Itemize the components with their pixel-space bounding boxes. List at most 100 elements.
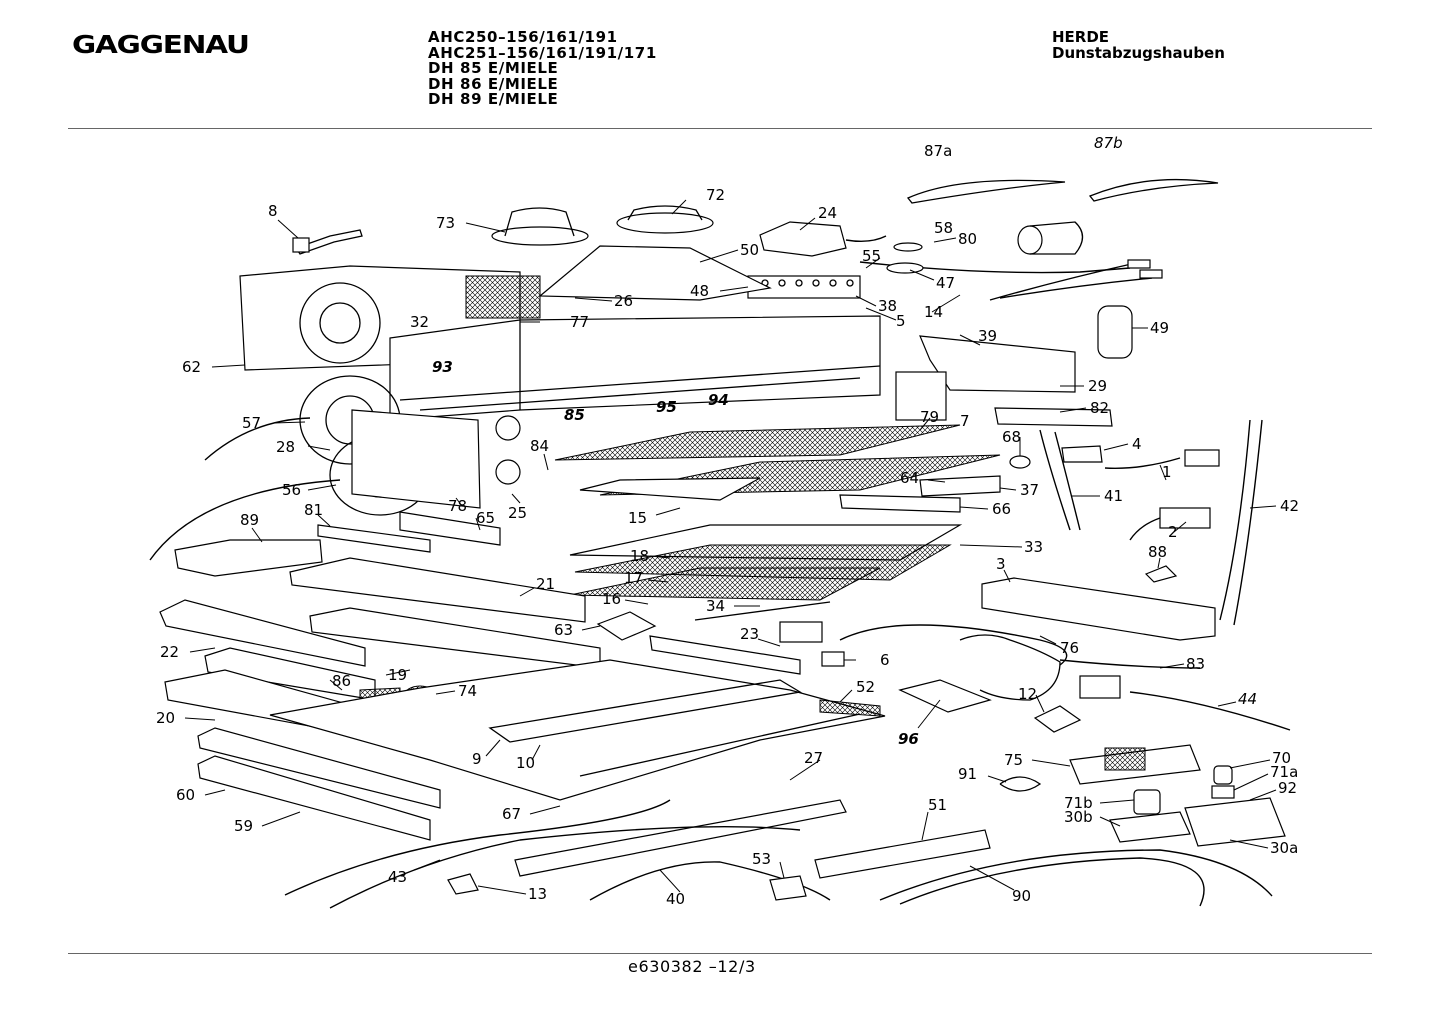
- callout-label: 91: [958, 765, 977, 783]
- callout-label: 96: [898, 730, 919, 748]
- callout-label: 53: [752, 850, 771, 868]
- brand-logo: GAGGENAU: [72, 30, 250, 59]
- model-line: AHC251–156/161/191/171: [428, 43, 657, 62]
- callout-label: 88: [1148, 543, 1167, 561]
- callout-label: 68: [1002, 428, 1021, 446]
- callout-label: 27: [804, 749, 823, 767]
- callout-label: 60: [176, 786, 195, 804]
- model-line: DH 89 E/MIELE: [428, 90, 559, 108]
- callout-label: 94: [708, 391, 729, 409]
- callout-label: 51: [928, 796, 947, 814]
- callout-label: 29: [1088, 377, 1107, 395]
- callout-label: 48: [690, 282, 709, 300]
- callout-label: 20: [156, 709, 175, 727]
- callout-label: 75: [1004, 751, 1023, 769]
- callout-label: 65: [476, 509, 495, 527]
- callout-label: 14: [924, 303, 943, 321]
- callout-label: 70: [1272, 749, 1291, 767]
- category-block: HERDE Dunstabzugshauben: [1052, 28, 1225, 62]
- callout-label: 2: [1168, 523, 1178, 541]
- callout-label: 87a: [924, 142, 952, 160]
- callout-label: 30a: [1270, 839, 1298, 857]
- callout-label: 92: [1278, 779, 1297, 797]
- callout-label: 12: [1018, 685, 1037, 703]
- part-drawings: [149, 178, 1291, 909]
- callout-label: 52: [856, 678, 875, 696]
- callout-label: 23: [740, 625, 759, 643]
- callout-label: 7: [960, 412, 970, 430]
- model-line: AHC250–156/161/191: [428, 28, 618, 46]
- callout-label: 40: [666, 890, 685, 908]
- callout-label: 71a: [1270, 763, 1298, 781]
- callout-label: 56: [282, 481, 301, 499]
- callout-label: 30b: [1064, 808, 1093, 826]
- callout-label: 72: [706, 186, 725, 204]
- callout-label: 13: [528, 885, 547, 903]
- callout-label: 71b: [1064, 794, 1093, 812]
- document-number: e630382 –12/3: [628, 957, 756, 976]
- callout-label: 63: [554, 621, 573, 639]
- callout-label: 84: [530, 437, 549, 455]
- callout-label: 1: [1162, 463, 1172, 481]
- callout-label: 67: [502, 805, 521, 823]
- callout-label: 15: [628, 509, 647, 527]
- callout-label: 44: [1238, 690, 1257, 708]
- callout-label: 4: [1132, 435, 1142, 453]
- callout-label: 85: [564, 406, 585, 424]
- callout-label: 66: [992, 500, 1011, 518]
- callout-label: 33: [1024, 538, 1043, 556]
- callout-label: 50: [740, 241, 759, 259]
- category-subtitle: Dunstabzugshauben: [1052, 43, 1225, 62]
- callout-label: 47: [936, 274, 955, 292]
- callout-label: 79: [920, 408, 939, 426]
- callout-label: 34: [706, 597, 725, 615]
- model-list: AHC250–156/161/191 AHC251–156/161/191/17…: [428, 28, 657, 108]
- callout-label: 6: [880, 651, 890, 669]
- callout-label: 3: [996, 555, 1006, 573]
- callout-label: 95: [656, 398, 677, 416]
- callout-label: 73: [436, 214, 455, 232]
- footer-divider: [68, 953, 1372, 954]
- callout-label: 16: [602, 590, 621, 608]
- callout-label: 80: [958, 230, 977, 248]
- callout-label: 49: [1150, 319, 1169, 337]
- callout-label: 59: [234, 817, 253, 835]
- callout-label: 22: [160, 643, 179, 661]
- callouts: 87a 87b 8 73 72 24 58 80 50 55 47 48 26 …: [156, 134, 1299, 908]
- callout-label: 83: [1186, 655, 1205, 673]
- callout-label: 39: [978, 327, 997, 345]
- callout-label: 32: [410, 313, 429, 331]
- header-divider: [68, 128, 1372, 129]
- callout-label: 55: [862, 247, 881, 265]
- model-line: DH 86 E/MIELE: [428, 74, 559, 93]
- callout-label: 37: [1020, 481, 1039, 499]
- callout-label: 9: [472, 750, 482, 768]
- callout-label: 41: [1104, 487, 1123, 505]
- callout-label: 82: [1090, 399, 1109, 417]
- callout-label: 89: [240, 511, 259, 529]
- callout-label: 57: [242, 414, 261, 432]
- callout-label: 24: [818, 204, 837, 222]
- callout-label: 19: [388, 666, 407, 684]
- callout-label: 64: [900, 469, 919, 487]
- callout-label: 18: [630, 547, 649, 565]
- callout-label: 43: [388, 868, 407, 886]
- callout-label: 77: [570, 313, 589, 331]
- callout-label: 78: [448, 497, 467, 515]
- callout-label: 10: [516, 754, 535, 772]
- model-line: DH 85 E/MIELE: [428, 59, 559, 77]
- callout-label: 17: [624, 569, 643, 587]
- callout-label: 86: [332, 672, 351, 690]
- callout-label: 74: [458, 682, 477, 700]
- callout-label: 76: [1060, 639, 1079, 657]
- callout-label: 90: [1012, 887, 1031, 905]
- callout-label: 58: [934, 219, 953, 237]
- callout-label: 93: [432, 358, 453, 376]
- category-title: HERDE: [1052, 28, 1110, 46]
- callout-label: 87b: [1094, 134, 1123, 152]
- leader-lines: [184, 199, 1277, 895]
- callout-label: 38: [878, 297, 897, 315]
- callout-label: 62: [182, 358, 201, 376]
- callout-label: 28: [276, 438, 295, 456]
